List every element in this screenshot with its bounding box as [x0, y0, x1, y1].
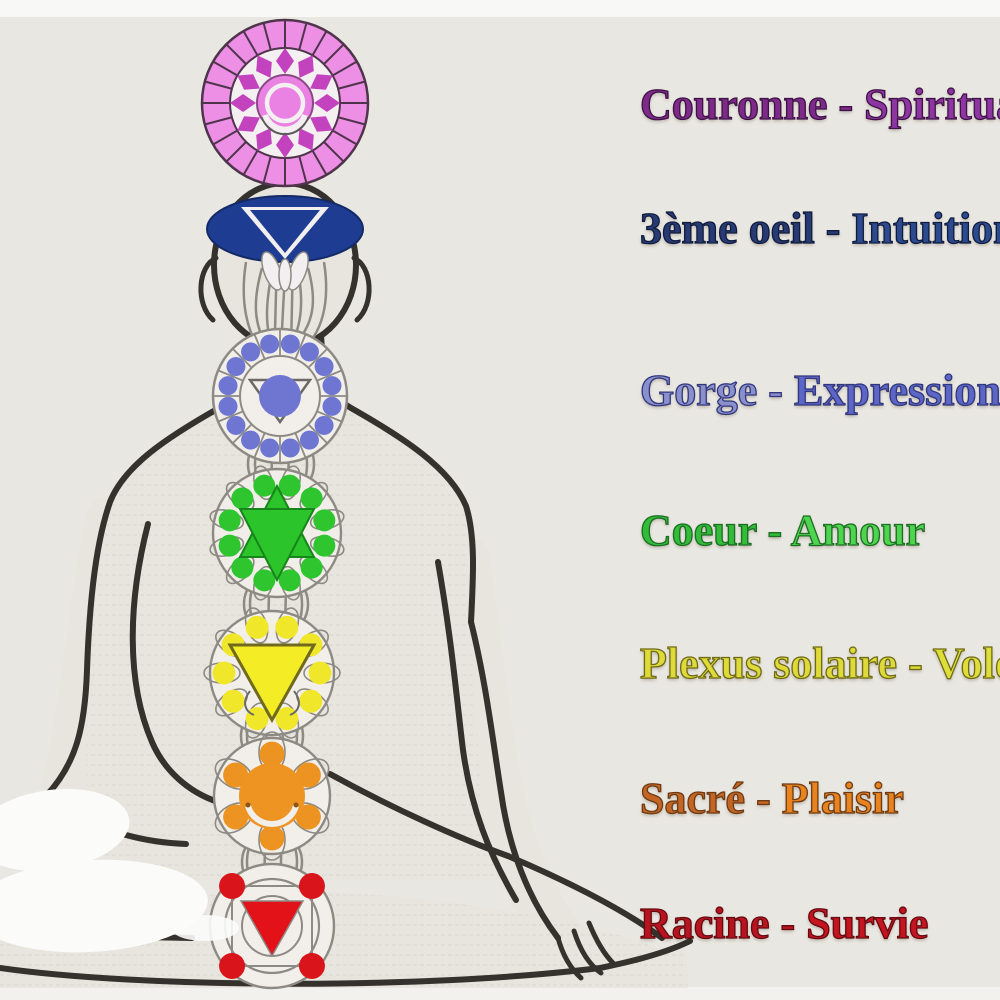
chakra-figure-illustration	[0, 18, 693, 990]
chakra-meaning: Amour	[790, 505, 926, 555]
bottom-light-strip	[0, 987, 1000, 1000]
chakra-meaning: Spiritualité	[863, 79, 1000, 129]
sacral-chakra-symbol	[212, 731, 332, 861]
right-ear	[351, 255, 372, 323]
chakra-meaning: Volonté	[932, 638, 1000, 688]
solar-plexus-chakra-symbol	[203, 607, 341, 739]
chakra-meaning: Survie	[806, 898, 930, 948]
top-white-strip	[0, 0, 1000, 17]
throat-chakra-symbol	[211, 327, 349, 465]
chakra-meaning: Intuition	[851, 203, 1000, 253]
left-ear	[198, 255, 219, 323]
separator: -	[769, 898, 807, 948]
root-chakra-symbol	[208, 862, 336, 990]
separator: -	[757, 365, 794, 415]
separator: -	[756, 505, 791, 555]
separator: -	[897, 638, 933, 688]
eraser-smudges	[0, 788, 239, 953]
third-eye-chakra-symbol	[206, 195, 364, 292]
separator: -	[814, 203, 852, 253]
chakra-meaning: Expression	[793, 365, 1000, 415]
separator: -	[745, 773, 782, 823]
chakra-meaning: Plaisir	[781, 773, 905, 823]
heart-chakra-symbol	[209, 465, 345, 601]
crown-chakra-symbol	[200, 18, 370, 188]
separator: -	[827, 79, 865, 129]
